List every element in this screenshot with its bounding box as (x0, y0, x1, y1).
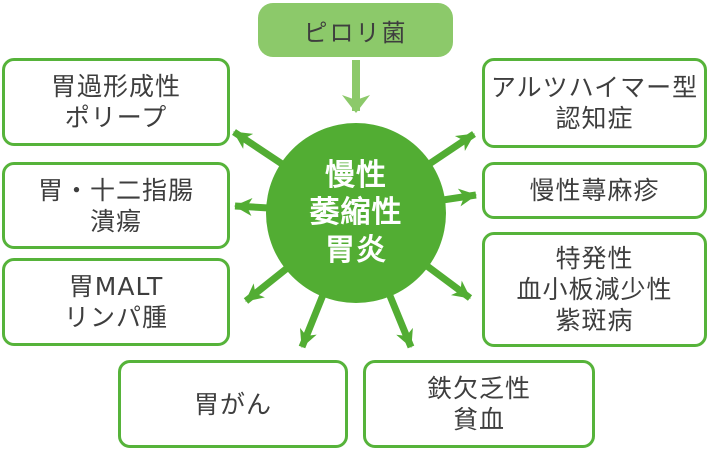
node-label-line: ポリープ (64, 103, 168, 132)
node-label-line: 血小板減少性 (516, 275, 673, 304)
node-label-line: 胃過形成性 (50, 72, 181, 101)
node-label-line: 潰瘍 (89, 206, 142, 236)
node-label-line: 特発性 (555, 244, 634, 273)
node-label-line: アルツハイマー型 (490, 73, 699, 102)
node-label-line: 貧血 (452, 405, 505, 434)
node-gastric-malt-lymphoma: 胃MALT リンパ腫 (2, 258, 230, 346)
node-itp: 特発性 血小板減少性 紫斑病 (482, 232, 707, 347)
node-label-line: 慢性蕁麻疹 (529, 176, 660, 205)
node-chronic-urticaria: 慢性蕁麻疹 (482, 162, 707, 219)
node-label-line: 胃炎 (325, 232, 387, 268)
node-chronic-atrophic-gastritis: 慢性 萎縮性 胃炎 (266, 123, 446, 303)
node-gastric-hyperplastic-polyp: 胃過形成性 ポリープ (2, 58, 230, 146)
node-gastric-duodenal-ulcer: 胃・十二指腸 潰瘍 (2, 162, 230, 249)
node-iron-deficiency-anemia: 鉄欠乏性 貧血 (363, 360, 595, 448)
node-gastric-cancer: 胃がん (118, 360, 348, 448)
node-label-line: 慢性 (325, 157, 387, 193)
node-label-line: リンパ腫 (63, 303, 168, 332)
node-label-line: 萎縮性 (309, 195, 403, 231)
node-label-line: 胃・十二指腸 (37, 175, 194, 205)
node-alzheimer-dementia: アルツハイマー型 認知症 (482, 58, 707, 148)
node-label-line: 認知症 (555, 104, 634, 133)
node-label: ピロリ菌 (303, 18, 408, 47)
node-label-line: 紫斑病 (555, 306, 634, 335)
node-label-line: 胃MALT (68, 272, 164, 301)
node-label-line: 胃がん (193, 389, 272, 419)
node-pylori: ピロリ菌 (258, 3, 453, 57)
node-label-line: 鉄欠乏性 (426, 374, 531, 403)
